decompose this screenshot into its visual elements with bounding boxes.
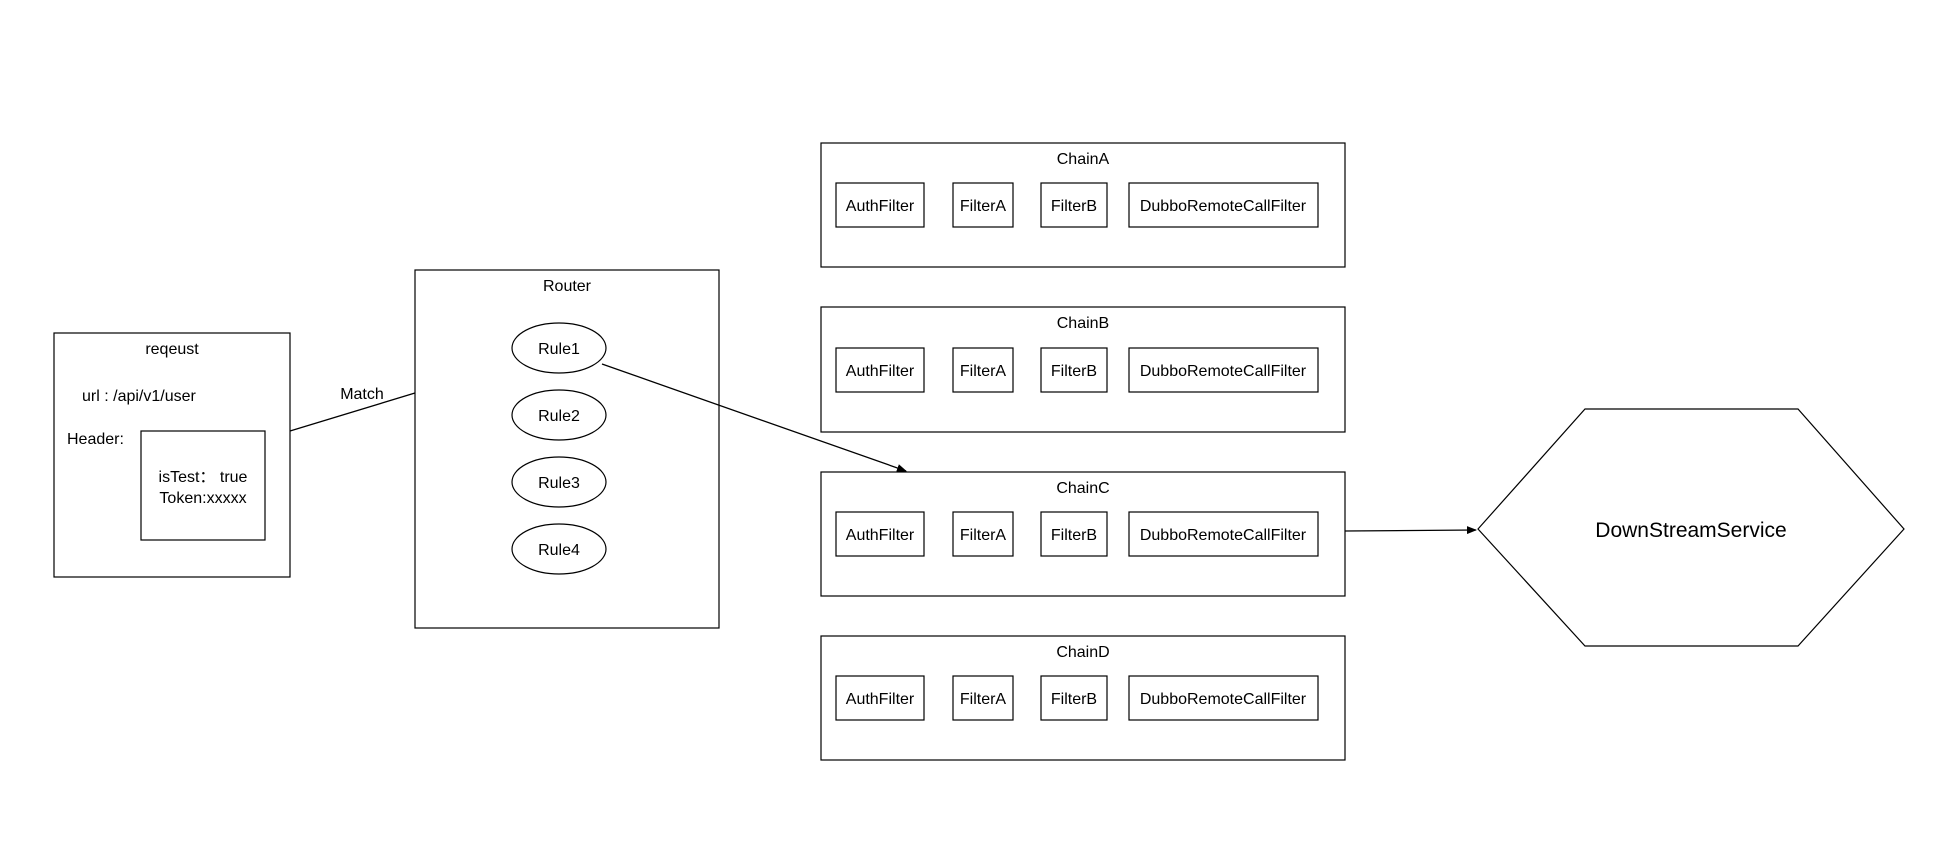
- chain-title: ChainC: [1056, 480, 1109, 497]
- request-header-label: Header:: [67, 431, 124, 448]
- dubbo-remote-call-filter: DubboRemoteCallFilter: [1128, 347, 1319, 393]
- router-box: Router Rule1 Rule2 Rule3 Rule4: [414, 269, 720, 629]
- chain-title: ChainA: [1057, 151, 1110, 168]
- filter-a: FilterA: [952, 347, 1014, 393]
- chain-d: ChainD AuthFilter FilterA FilterB DubboR…: [820, 635, 1346, 761]
- filter-label: AuthFilter: [846, 691, 915, 708]
- filter-label: FilterB: [1051, 691, 1097, 708]
- auth-filter: AuthFilter: [835, 675, 925, 721]
- chain-c: ChainC AuthFilter FilterA FilterB DubboR…: [820, 471, 1346, 597]
- dubbo-remote-call-filter: DubboRemoteCallFilter: [1128, 182, 1319, 228]
- filter-b: FilterB: [1040, 347, 1108, 393]
- chain-b: ChainB AuthFilter FilterA FilterB DubboR…: [820, 306, 1346, 433]
- filter-b: FilterB: [1040, 511, 1108, 557]
- request-box: reqeust url : /api/v1/user Header: isTes…: [53, 332, 291, 578]
- header-value-istest: isTest： true: [159, 469, 248, 486]
- filter-label: FilterA: [960, 198, 1007, 215]
- filter-label: FilterA: [960, 363, 1007, 380]
- filter-a: FilterA: [952, 182, 1014, 228]
- rule-4: Rule4: [511, 523, 607, 575]
- rule-2: Rule2: [511, 389, 607, 441]
- dubbo-remote-call-filter: DubboRemoteCallFilter: [1128, 675, 1319, 721]
- chain-a: ChainA AuthFilter FilterA FilterB DubboR…: [820, 142, 1346, 268]
- rule-3: Rule3: [511, 456, 607, 508]
- rule-label: Rule3: [538, 475, 580, 492]
- filter-a: FilterA: [952, 675, 1014, 721]
- rule1-to-chainc-arrow: [601, 363, 907, 472]
- router-title: Router: [543, 278, 592, 295]
- filter-label: AuthFilter: [846, 363, 915, 380]
- filter-label: FilterA: [960, 527, 1007, 544]
- filter-label: FilterB: [1051, 198, 1097, 215]
- filter-label: FilterB: [1051, 363, 1097, 380]
- downstream-service-node: DownStreamService: [1477, 408, 1905, 647]
- filter-b: FilterB: [1040, 675, 1108, 721]
- auth-filter: AuthFilter: [835, 182, 925, 228]
- header-values-box: isTest： true Token:xxxxx: [140, 430, 266, 541]
- auth-filter: AuthFilter: [835, 511, 925, 557]
- filter-label: DubboRemoteCallFilter: [1140, 691, 1307, 708]
- chainc-to-downstream-arrow: [1344, 526, 1477, 535]
- auth-filter: AuthFilter: [835, 347, 925, 393]
- filter-label: DubboRemoteCallFilter: [1140, 198, 1307, 215]
- rule-label: Rule4: [538, 542, 580, 559]
- dubbo-remote-call-filter: DubboRemoteCallFilter: [1128, 511, 1319, 557]
- filter-label: FilterA: [960, 691, 1007, 708]
- downstream-service-label: DownStreamService: [1595, 519, 1786, 542]
- request-url: url : /api/v1/user: [82, 388, 197, 405]
- filter-b: FilterB: [1040, 182, 1108, 228]
- header-value-token: Token:xxxxx: [159, 490, 246, 507]
- rule-label: Rule1: [538, 341, 580, 358]
- filter-label: DubboRemoteCallFilter: [1140, 527, 1307, 544]
- match-label: Match: [340, 386, 384, 403]
- rule-label: Rule2: [538, 408, 580, 425]
- filter-label: AuthFilter: [846, 198, 915, 215]
- filter-label: DubboRemoteCallFilter: [1140, 363, 1307, 380]
- chain-title: ChainB: [1057, 315, 1109, 332]
- filter-a: FilterA: [952, 511, 1014, 557]
- filter-label: FilterB: [1051, 527, 1097, 544]
- filter-label: AuthFilter: [846, 527, 915, 544]
- rule-1: Rule1: [511, 322, 607, 374]
- chain-title: ChainD: [1056, 644, 1109, 661]
- request-title: reqeust: [145, 341, 199, 358]
